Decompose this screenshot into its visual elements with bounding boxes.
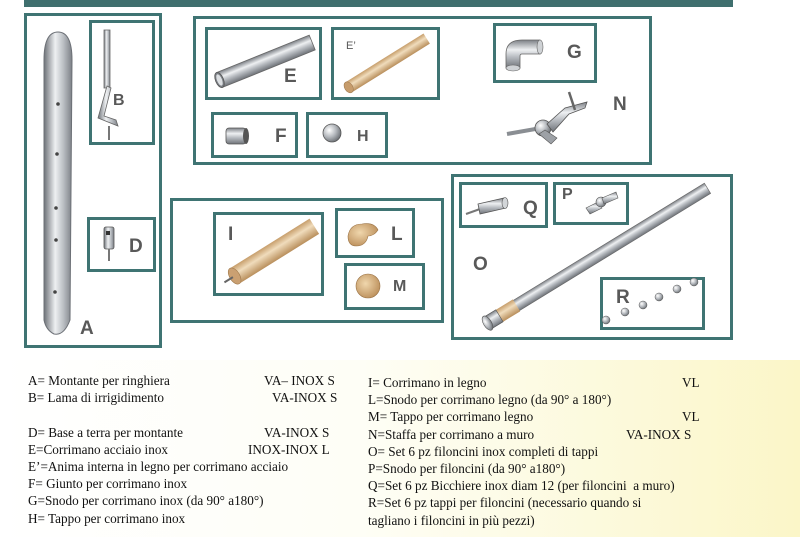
legend-line: L=Snodo per corrimano legno (da 90° a 18…: [368, 392, 612, 408]
label-n: N: [613, 94, 627, 115]
legend-line: P=Snodo per filoncini (da 90° a180°): [368, 460, 566, 476]
post-montante-image: [43, 31, 73, 335]
panel-wood-group: [170, 198, 444, 323]
legend-line: R=Set 6 pz tappi per filoncini (necessar…: [368, 495, 642, 511]
label-d: D: [129, 236, 143, 257]
steel-cap-image: [322, 123, 342, 143]
panel-e-prime: [331, 27, 440, 100]
label-o: O: [473, 254, 488, 275]
label-f: F: [275, 126, 287, 147]
wall-cup-image: [465, 197, 509, 215]
legend-line: G=Snodo per corrimano inox (da 90° a180°…: [28, 493, 264, 509]
label-e: E: [284, 66, 297, 87]
label-p: P: [562, 186, 573, 203]
legend-line: H= Tappo per corrimano inox: [28, 510, 186, 526]
label-h: H: [357, 128, 369, 145]
wood-core-image: [343, 33, 430, 94]
steel-rod-image: [481, 182, 712, 331]
steel-handrail-image: [214, 34, 316, 88]
panel-r: [600, 277, 705, 330]
panel-p: [553, 182, 629, 225]
legend-line: tagliano i filoncini in più pezzi): [368, 512, 535, 528]
label-g: G: [567, 42, 582, 63]
panel-e: [205, 27, 322, 100]
stiffening-blade-image: [97, 29, 119, 140]
label-i: I: [228, 224, 234, 245]
panel-i: [213, 212, 324, 296]
panel-o: [451, 174, 733, 340]
panel-f: [211, 112, 298, 158]
wood-handrail-image: [223, 218, 320, 285]
panel-a: [24, 13, 162, 348]
label-q: Q: [523, 198, 538, 219]
legend-line: O= Set 6 pz filoncini inox completi di t…: [368, 443, 599, 459]
wall-bracket-image: [506, 91, 588, 145]
steel-elbow-joint-image: [505, 39, 544, 72]
legend-line: [28, 406, 358, 423]
label-b: B: [113, 92, 125, 109]
panel-g: [493, 23, 597, 83]
top-bar: [24, 0, 733, 7]
rod-caps-image: [601, 277, 699, 325]
label-a: A: [80, 318, 94, 339]
panel-b: [89, 20, 155, 145]
label-r: R: [616, 287, 630, 308]
steel-joint-image: [225, 127, 249, 145]
label-e-prime: E’: [346, 40, 356, 52]
rod-joint-image: [585, 191, 619, 215]
legend-line: E’=Anima interna in legno per corrimano …: [28, 458, 289, 474]
legend-line: Q=Set 6 pz Bicchiere inox diam 12 (per f…: [368, 478, 675, 494]
panel-h: [306, 112, 388, 158]
panel-q: [459, 182, 548, 228]
wood-elbow-image: [347, 223, 379, 247]
label-l: L: [391, 224, 403, 245]
floor-base-image: [103, 226, 115, 261]
panel-n: [193, 16, 652, 165]
panel-l: [335, 208, 415, 258]
legend-line: F= Giunto per corrimano inox: [28, 476, 188, 492]
panel-d: [87, 217, 156, 272]
label-m: M: [393, 278, 407, 295]
panel-m: [344, 263, 425, 310]
wood-cap-image: [355, 273, 381, 299]
